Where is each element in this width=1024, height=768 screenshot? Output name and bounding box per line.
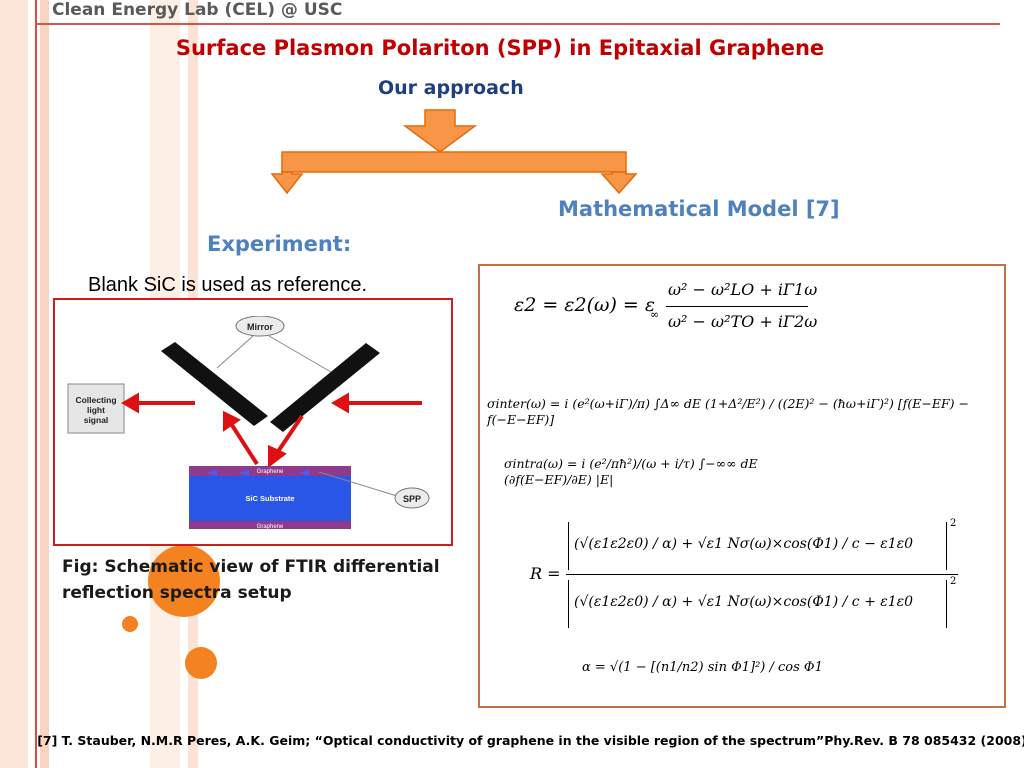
graphene-top-layer xyxy=(189,466,351,476)
collecting-line-3: signal xyxy=(84,415,109,425)
eq-sigma-inter: σinter(ω) = i (e²(ω+iΓ)/π) ∫Δ∞ dE (1+Δ²/… xyxy=(487,396,969,427)
model-label: Mathematical Model [7] xyxy=(558,197,840,221)
footnote-reference: [7] T. Stauber, N.M.R Peres, A.K. Geim; … xyxy=(37,733,1024,748)
header-text: Clean Energy Lab (CEL) @ USC xyxy=(52,0,343,20)
decor-stripe-1 xyxy=(0,0,28,768)
eq-sigma-intra: σintra(ω) = i (e²/πħ²)/(ω + i/τ) ∫−∞∞ dE… xyxy=(504,456,758,487)
header-rule xyxy=(36,23,1000,25)
reference-note: Blank SiC is used as reference. xyxy=(88,274,368,296)
eq-perm-lhs-sub: ∞ xyxy=(650,308,660,321)
eq-R-numerator: (√(ε1ε2ε0) / α) + √ε1 Nσ(ω)×cos(Φ1) / c … xyxy=(574,536,914,552)
eq-R-den-bar-left xyxy=(568,580,569,628)
collecting-box xyxy=(67,383,125,434)
beam-down xyxy=(273,414,304,458)
eq-R-den-bar-right xyxy=(946,580,947,628)
eq-reflectance: R = (√(ε1ε2ε0) / α) + √ε1 Nσ(ω)×cos(Φ1) … xyxy=(530,518,1002,630)
collecting-line-1: Collecting xyxy=(75,395,116,405)
approach-label: Our approach xyxy=(378,77,524,99)
decor-stripe-2 xyxy=(35,0,37,768)
substrate-label: SiC Substrate xyxy=(245,494,294,503)
down-arrow-top xyxy=(402,109,478,153)
down-arrow-left xyxy=(270,171,304,195)
eq-R-denominator: (√(ε1ε2ε0) / α) + √ε1 Nσ(ω)×cos(Φ1) / c … xyxy=(574,594,914,610)
down-arrow-right xyxy=(600,171,638,195)
decor-circle-small xyxy=(122,616,138,632)
collecting-line-2: light xyxy=(87,405,105,415)
spp-ellipse xyxy=(394,487,430,509)
approach-arrows xyxy=(270,109,638,195)
eq-perm-numerator: ω² − ω²LO + iΓ1ω xyxy=(668,280,818,299)
eq-R-lhs: R = xyxy=(530,564,561,583)
graphene-bottom-layer xyxy=(189,521,351,529)
mirror-right xyxy=(270,343,380,432)
slide-title: Surface Plasmon Polariton (SPP) in Epita… xyxy=(175,36,825,60)
graphene-bottom-label: Graphene xyxy=(257,524,284,530)
eq-perm-denominator: ω² − ω²TO + iΓ2ω xyxy=(668,312,818,331)
experiment-label: Experiment: xyxy=(207,232,352,256)
equation-box xyxy=(478,264,1006,708)
decor-stripe-3 xyxy=(40,0,49,768)
spp-label: SPP xyxy=(403,494,421,504)
beam-up xyxy=(228,420,259,466)
eq-R-num-bar-right xyxy=(946,522,947,570)
eq-R-num-bar-left xyxy=(568,522,569,570)
mirror-left xyxy=(161,342,268,426)
eq-permittivity: ε2 = ε2(ω) = ε ∞ ω² − ω²LO + iΓ1ω ω² − ω… xyxy=(514,276,818,338)
mirror-label: Mirror xyxy=(247,322,274,332)
ftir-schematic: Mirror Collecting light signal Graphene … xyxy=(67,316,443,530)
eq-perm-lhs: ε2 = ε2(ω) = ε xyxy=(514,294,656,316)
eq-perm-fraction-bar xyxy=(666,306,808,307)
mirror-ellipse xyxy=(235,316,285,337)
decor-circle-large xyxy=(148,545,220,617)
eq-alpha: α = √(1 − [(n1/n2) sin Φ1]²) / cos Φ1 xyxy=(582,660,823,675)
arrow-bar xyxy=(281,151,627,173)
sic-substrate xyxy=(189,476,351,521)
decor-circle-medium xyxy=(185,647,217,679)
eq-R-fraction-bar xyxy=(566,574,958,575)
figure-caption: Fig: Schematic view of FTIR differential… xyxy=(62,557,440,603)
graphene-top-label: Graphene xyxy=(257,469,284,475)
